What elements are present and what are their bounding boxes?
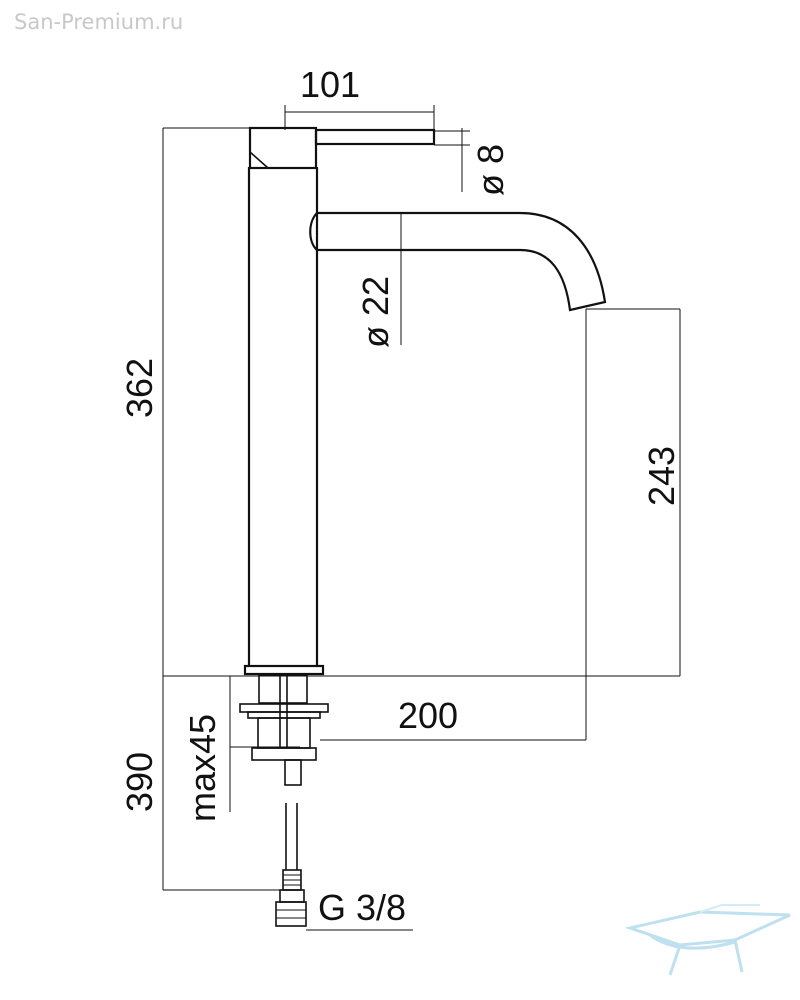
- dim-spout-diameter: ø 22: [355, 276, 396, 348]
- spout: [309, 211, 607, 312]
- mounting-hardware: [239, 674, 329, 786]
- dimension-labels: 101 ø 8 ø 22 362 243 200 max45 390 G 3/8: [119, 64, 682, 928]
- dim-total-height: 362: [119, 358, 160, 418]
- dimension-lines: [162, 105, 681, 931]
- dim-handle-diameter: ø 8: [470, 144, 511, 196]
- faucet-body: [243, 126, 325, 676]
- dim-deck-thickness: max45: [182, 714, 223, 822]
- dim-thread: G 3/8: [318, 887, 406, 928]
- handle-lever: [314, 128, 436, 146]
- dim-spout-reach: 200: [398, 695, 458, 736]
- dim-hose-length: 390: [119, 752, 160, 812]
- supply-hose: [275, 803, 307, 927]
- dim-spout-height: 243: [641, 446, 682, 506]
- bathtub-logo-icon: [624, 904, 791, 976]
- dim-handle-length: 101: [300, 64, 360, 105]
- watermark-text: San-Premium.ru: [14, 10, 184, 34]
